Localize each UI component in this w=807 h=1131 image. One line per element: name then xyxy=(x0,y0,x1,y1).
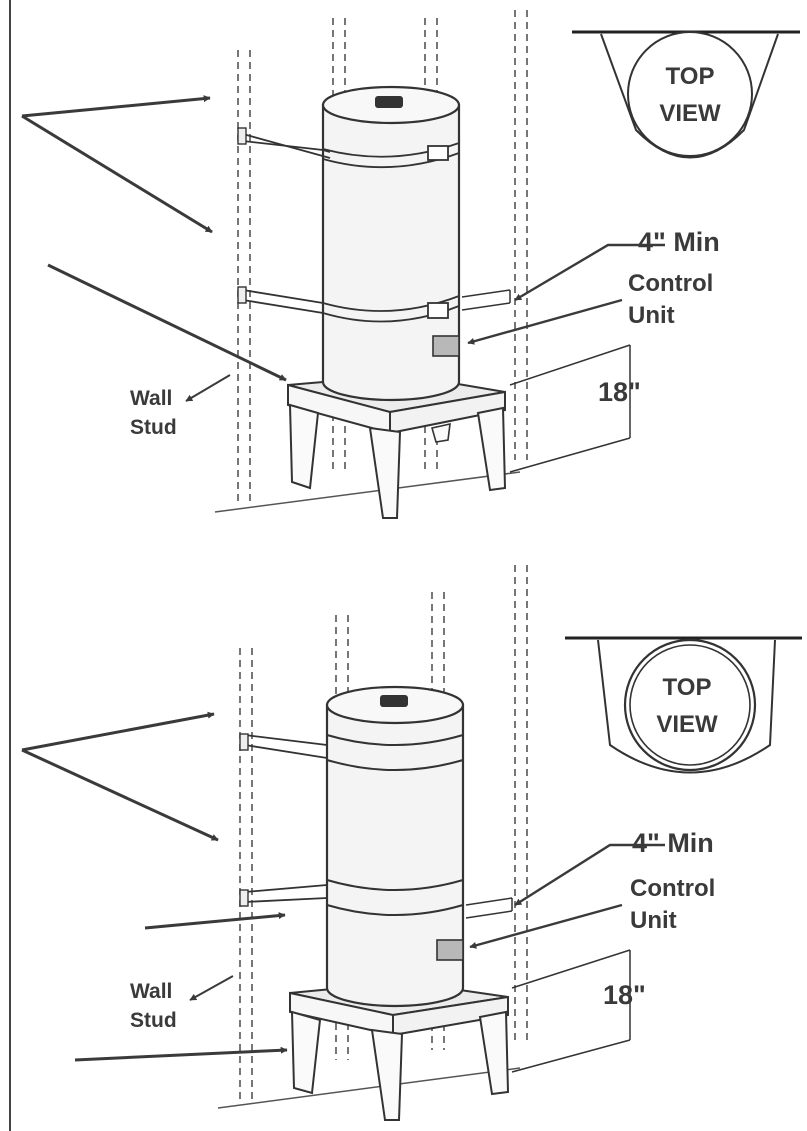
clearance-dimension xyxy=(465,897,513,919)
panel-1: TOP VIEW 4" Min Control Unit 18" Wall St… xyxy=(21,10,800,519)
wall-stud-label-line2: Stud xyxy=(130,1009,177,1032)
pointer-arrows xyxy=(21,711,665,1062)
height-dimension xyxy=(511,949,631,1073)
seismic-straps xyxy=(237,127,460,323)
height-dimension xyxy=(509,344,631,473)
wall-stud-label-line2: Stud xyxy=(130,416,177,439)
control-unit-box xyxy=(432,335,460,357)
water-heater-tank xyxy=(321,85,461,402)
control-unit-label-line2: Unit xyxy=(630,907,677,934)
top-view-label-line2: VIEW xyxy=(656,711,718,738)
wall-stud-label-line1: Wall xyxy=(130,387,172,410)
height-label: 18" xyxy=(598,377,641,407)
control-unit-label-line2: Unit xyxy=(628,302,675,329)
panel-2: TOP VIEW 4" Min Control Unit 18" Wall St… xyxy=(21,565,802,1121)
clearance-dimension xyxy=(461,289,511,311)
clearance-label: 4" Min xyxy=(632,828,714,858)
top-view-label-line1: TOP xyxy=(663,674,712,701)
top-view-inset xyxy=(572,30,800,159)
height-label: 18" xyxy=(603,980,646,1010)
water-heater-tank xyxy=(325,685,465,1008)
control-unit-label-line1: Control xyxy=(628,270,713,297)
pointer-arrows xyxy=(21,95,665,402)
control-unit-label-line1: Control xyxy=(630,875,715,902)
top-view-inset xyxy=(565,636,802,774)
stand xyxy=(287,373,507,519)
top-view-label-line2: VIEW xyxy=(659,100,721,127)
seismic-straps xyxy=(239,733,328,907)
control-unit-box xyxy=(436,939,464,961)
wall-stud-label-line1: Wall xyxy=(130,980,172,1003)
top-view-label-line1: TOP xyxy=(666,63,715,90)
clearance-label: 4" Min xyxy=(638,227,720,257)
